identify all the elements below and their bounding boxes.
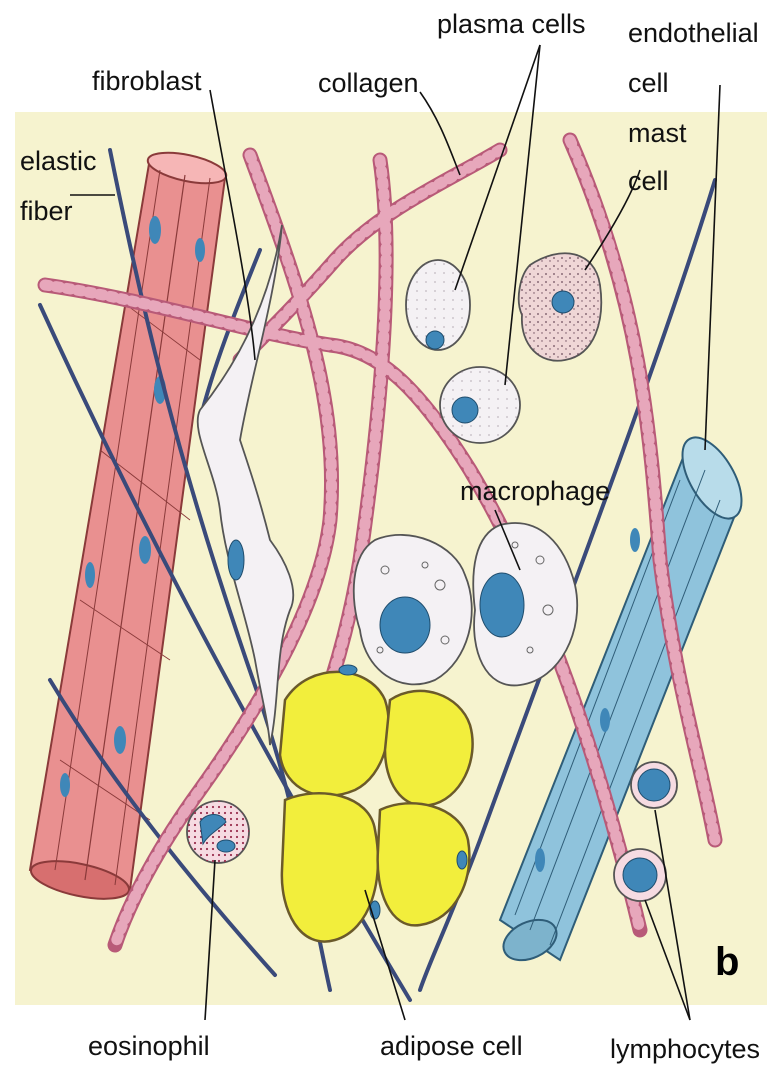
eosinophil: [187, 801, 249, 863]
label-plasma-cells: plasma cells: [437, 9, 586, 39]
label-endothelial-cell-line1: endothelial: [628, 18, 759, 48]
label-elastic-fiber-line1: elastic: [20, 146, 97, 176]
label-endothelial-cell-line2: cell: [628, 68, 669, 98]
label-eosinophil: eosinophil: [88, 1031, 210, 1061]
label-adipose-cell: adipose cell: [380, 1031, 523, 1061]
lymphocyte-2: [614, 849, 666, 901]
label-fibroblast: fibroblast: [92, 66, 202, 96]
label-lymphocytes: lymphocytes: [610, 1034, 760, 1064]
macrophage-1: [354, 535, 472, 685]
label-mast-cell-line1: mast: [628, 118, 687, 148]
label-mast-cell-line2: cell: [628, 166, 669, 196]
mast-cell: [519, 253, 601, 360]
label-macrophage: macrophage: [460, 476, 610, 506]
panel-letter: b: [715, 940, 739, 984]
label-collagen: collagen: [318, 68, 419, 98]
lymphocyte-1: [631, 762, 677, 808]
plasma-cell-2: [440, 367, 520, 443]
label-elastic-fiber-line2: fiber: [20, 196, 73, 226]
